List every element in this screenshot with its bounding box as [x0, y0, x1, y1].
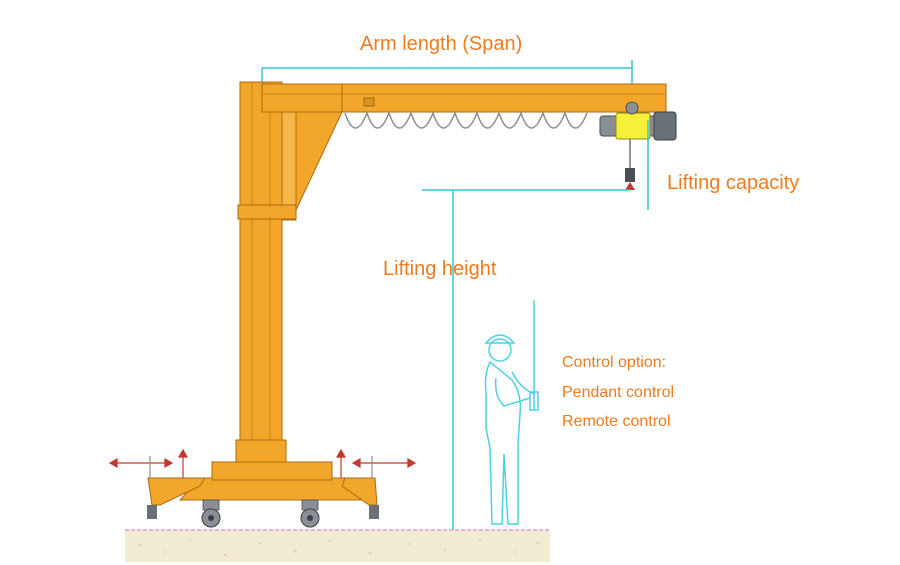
remote-control-label: Remote control [562, 413, 671, 430]
lifting-height-label: Lifting height [383, 258, 497, 280]
lifting-capacity-label: Lifting capacity [667, 172, 800, 194]
outrigger-arrows [108, 448, 417, 478]
control-option-title: Control option: [562, 354, 667, 371]
electric-hoist [599, 101, 677, 190]
crane-wheels [201, 499, 320, 528]
lifting-height-dimension [422, 189, 630, 530]
crane-column [235, 81, 297, 471]
pendant-control-label: Pendant control [562, 384, 675, 401]
crane-jib-arm [261, 83, 667, 211]
crane-base [147, 461, 379, 519]
operator-figure [484, 300, 539, 525]
arm-length-label: Arm length (Span) [360, 33, 523, 55]
ground [125, 529, 550, 562]
festoon-cable [344, 110, 588, 129]
